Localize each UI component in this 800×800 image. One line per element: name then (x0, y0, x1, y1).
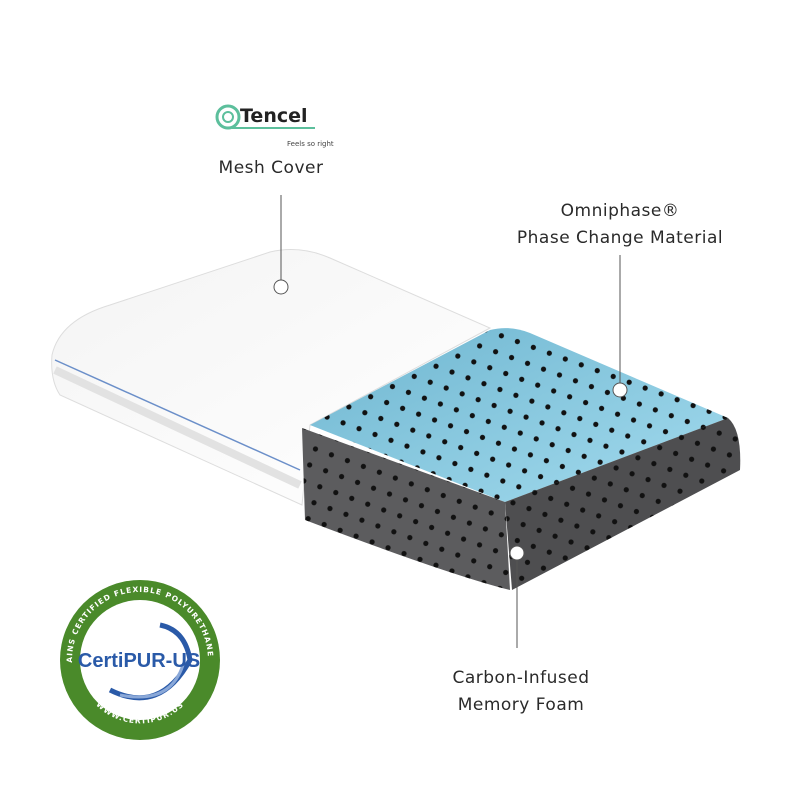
mesh-cover-marker (273, 279, 289, 295)
tencel-logo-icon (215, 104, 315, 130)
omniphase-label: Omniphase® (560, 201, 680, 221)
carbon-infused-label: Carbon-Infused (452, 668, 590, 688)
carbon-foam-base (302, 418, 741, 590)
gel-top-layer (310, 328, 728, 502)
tencel-tagline: Feels so right (287, 140, 334, 148)
callout-lines (273, 195, 628, 648)
omniphase-marker (612, 382, 628, 398)
phase-change-label: Phase Change Material (516, 228, 724, 248)
svg-text:CertiPUR-US: CertiPUR-US (78, 650, 200, 672)
mesh-cover-label: Mesh Cover (218, 158, 324, 178)
memory-foam-label: Memory Foam (457, 695, 585, 715)
carbon-marker (509, 545, 525, 561)
tencel-brand: Tencel (240, 105, 308, 127)
mesh-cover-shape (51, 249, 492, 506)
